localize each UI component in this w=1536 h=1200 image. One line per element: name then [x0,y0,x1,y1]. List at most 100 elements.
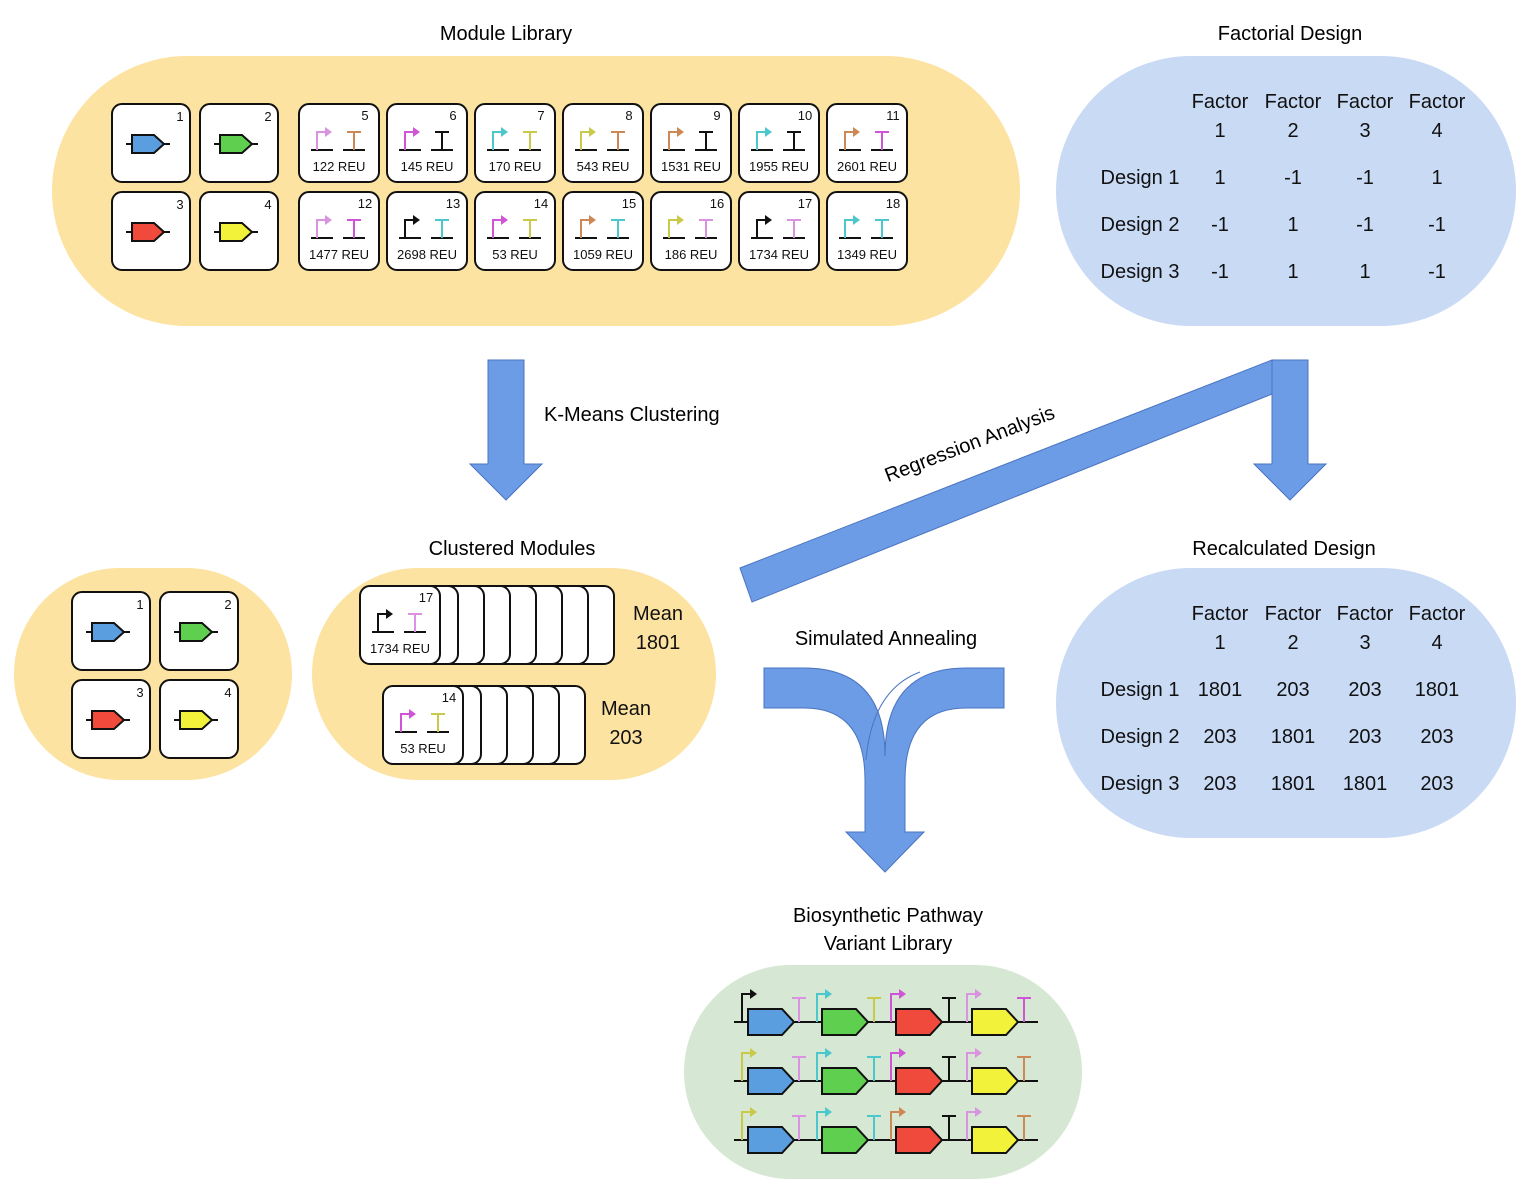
factorial-header-number-4: 4 [1431,120,1442,142]
library-module-17-number: 17 [798,196,812,211]
pathway-3-gene-3 [895,1126,944,1154]
library-module-8-promoter-icon [580,131,590,150]
pathway-1-terminator-2 [792,997,806,1022]
pathway-3-gene-2 [821,1126,870,1154]
clustered-gene-3-number: 3 [136,685,143,700]
library-module-14 [474,191,556,271]
factorial-row-label-1: Design 1 [1101,167,1180,189]
pathway-3-gene-1 [747,1126,796,1154]
recalculated-design-panel [1056,568,1516,838]
library-module-18-number: 18 [886,196,900,211]
recalculated-header-factor-4: Factor [1409,603,1466,625]
recalculated-cell-1-2: 203 [1276,679,1309,701]
library-module-12-number: 12 [358,196,372,211]
factorial-header-factor-1: Factor [1192,91,1249,113]
factorial-cell-1-2: -1 [1284,167,1302,189]
library-module-14-reu: 53 REU [492,247,538,262]
clustered-module-stacks: 1110EU9EU12EU13EU15EU18EU171734 REUMean1… [359,585,683,765]
library-gene-3-number: 3 [176,197,183,212]
library-module-10-promoter-icon [756,131,766,150]
library-module-10 [738,103,820,183]
high-cluster-mean-label: Mean [633,603,683,625]
pathway-2-promoter-1 [741,1052,751,1081]
high-cluster-front-card-17-reu: 1734 REU [370,641,430,656]
pathway-3-terminator-4 [942,1115,956,1140]
library-module-13-terminator-icon [435,219,449,238]
pathway-1-promoter-3-head [899,989,906,999]
library-module-12-reu: 1477 REU [309,247,369,262]
library-module-9 [650,103,732,183]
factorial-header-number-2: 2 [1287,120,1298,142]
library-module-13 [386,191,468,271]
factorial-header-factor-3: Factor [1337,91,1394,113]
library-module-7-terminator-icon [523,131,537,150]
pathway-3-promoter-4 [966,1111,976,1140]
clustered-gene-4-gene-icon [179,710,214,730]
low-cluster-front-card-14-number: 14 [442,690,456,705]
factorial-row-label-3: Design 3 [1101,261,1180,283]
high-cluster-front-card-17 [359,585,441,665]
library-gene-1-gene-icon [131,134,166,154]
library-module-13-number: 13 [446,196,460,211]
library-module-12-promoter-icon [316,219,326,238]
library-module-8-number: 8 [625,108,632,123]
library-module-9-reu: 1531 REU [661,159,721,174]
factorial-cell-1-4: 1 [1431,167,1442,189]
factorial-cell-1-3: -1 [1356,167,1374,189]
library-module-11-number: 11 [886,108,900,123]
library-module-5-number: 5 [361,108,368,123]
library-module-14-promoter-icon-head [501,215,508,225]
library-module-16-reu: 186 REU [665,247,718,262]
pathway-3-promoter-2-head [825,1107,832,1117]
library-module-15-terminator-icon [611,219,625,238]
library-gene-2-gene-icon [219,134,254,154]
pathway-1-terminator-4 [942,997,956,1022]
low-cluster-mean-label: Mean [601,698,651,720]
library-gene-4-number: 4 [264,197,271,212]
recalculated-cell-2-3: 203 [1348,726,1381,748]
pathway-1-promoter-1-head [750,989,757,999]
library-module-8-terminator-icon [611,131,625,150]
library-module-8-reu: 543 REU [577,159,630,174]
library-module-5-reu: 122 REU [313,159,366,174]
pathway-1-gene-2 [821,1008,870,1036]
factorial-header-number-3: 3 [1359,120,1370,142]
library-module-17-reu: 1734 REU [749,247,809,262]
library-module-16-promoter-icon [668,219,678,238]
factorial-design-panel [1056,56,1516,326]
library-module-16 [650,191,732,271]
high-cluster-front-card-17-number: 17 [419,590,433,605]
pathway-3-promoter-3 [890,1111,900,1140]
recalculated-row-label-2: Design 2 [1101,726,1180,748]
library-module-5-terminator-icon [347,131,361,150]
library-module-6-number: 6 [449,108,456,123]
library-module-15-promoter-icon-head [589,215,596,225]
low-cluster-mean-value: 203 [609,727,642,749]
factorial-cell-3-4: -1 [1428,261,1446,283]
pathway-3-terminator-3 [867,1115,881,1140]
pathway-3-promoter-3-head [899,1107,906,1117]
pathway-2-promoter-3 [890,1052,900,1081]
recalculated-cell-3-2: 1801 [1271,773,1316,795]
pathway-3-terminator-2 [792,1115,806,1140]
low-cluster-front-card-14-reu: 53 REU [400,741,446,756]
library-module-9-number: 9 [713,108,720,123]
library-module-5-promoter-icon-head [325,127,332,137]
library-module-6-reu: 145 REU [401,159,454,174]
library-module-18-promoter-icon-head [853,215,860,225]
library-gene-1-number: 1 [176,109,183,124]
recalculated-cell-1-1: 1801 [1198,679,1243,701]
recalculated-cell-2-4: 203 [1420,726,1453,748]
library-module-7-reu: 170 REU [489,159,542,174]
pathway-1-promoter-4 [966,993,976,1022]
annealing-merge-arrow [763,667,1005,873]
recalculated-header-number-4: 4 [1431,632,1442,654]
kmeans-arrow [468,359,544,501]
library-module-11-promoter-icon-head [853,127,860,137]
pathway-1-gene-3 [895,1008,944,1036]
factorial-cell-2-3: -1 [1356,214,1374,236]
